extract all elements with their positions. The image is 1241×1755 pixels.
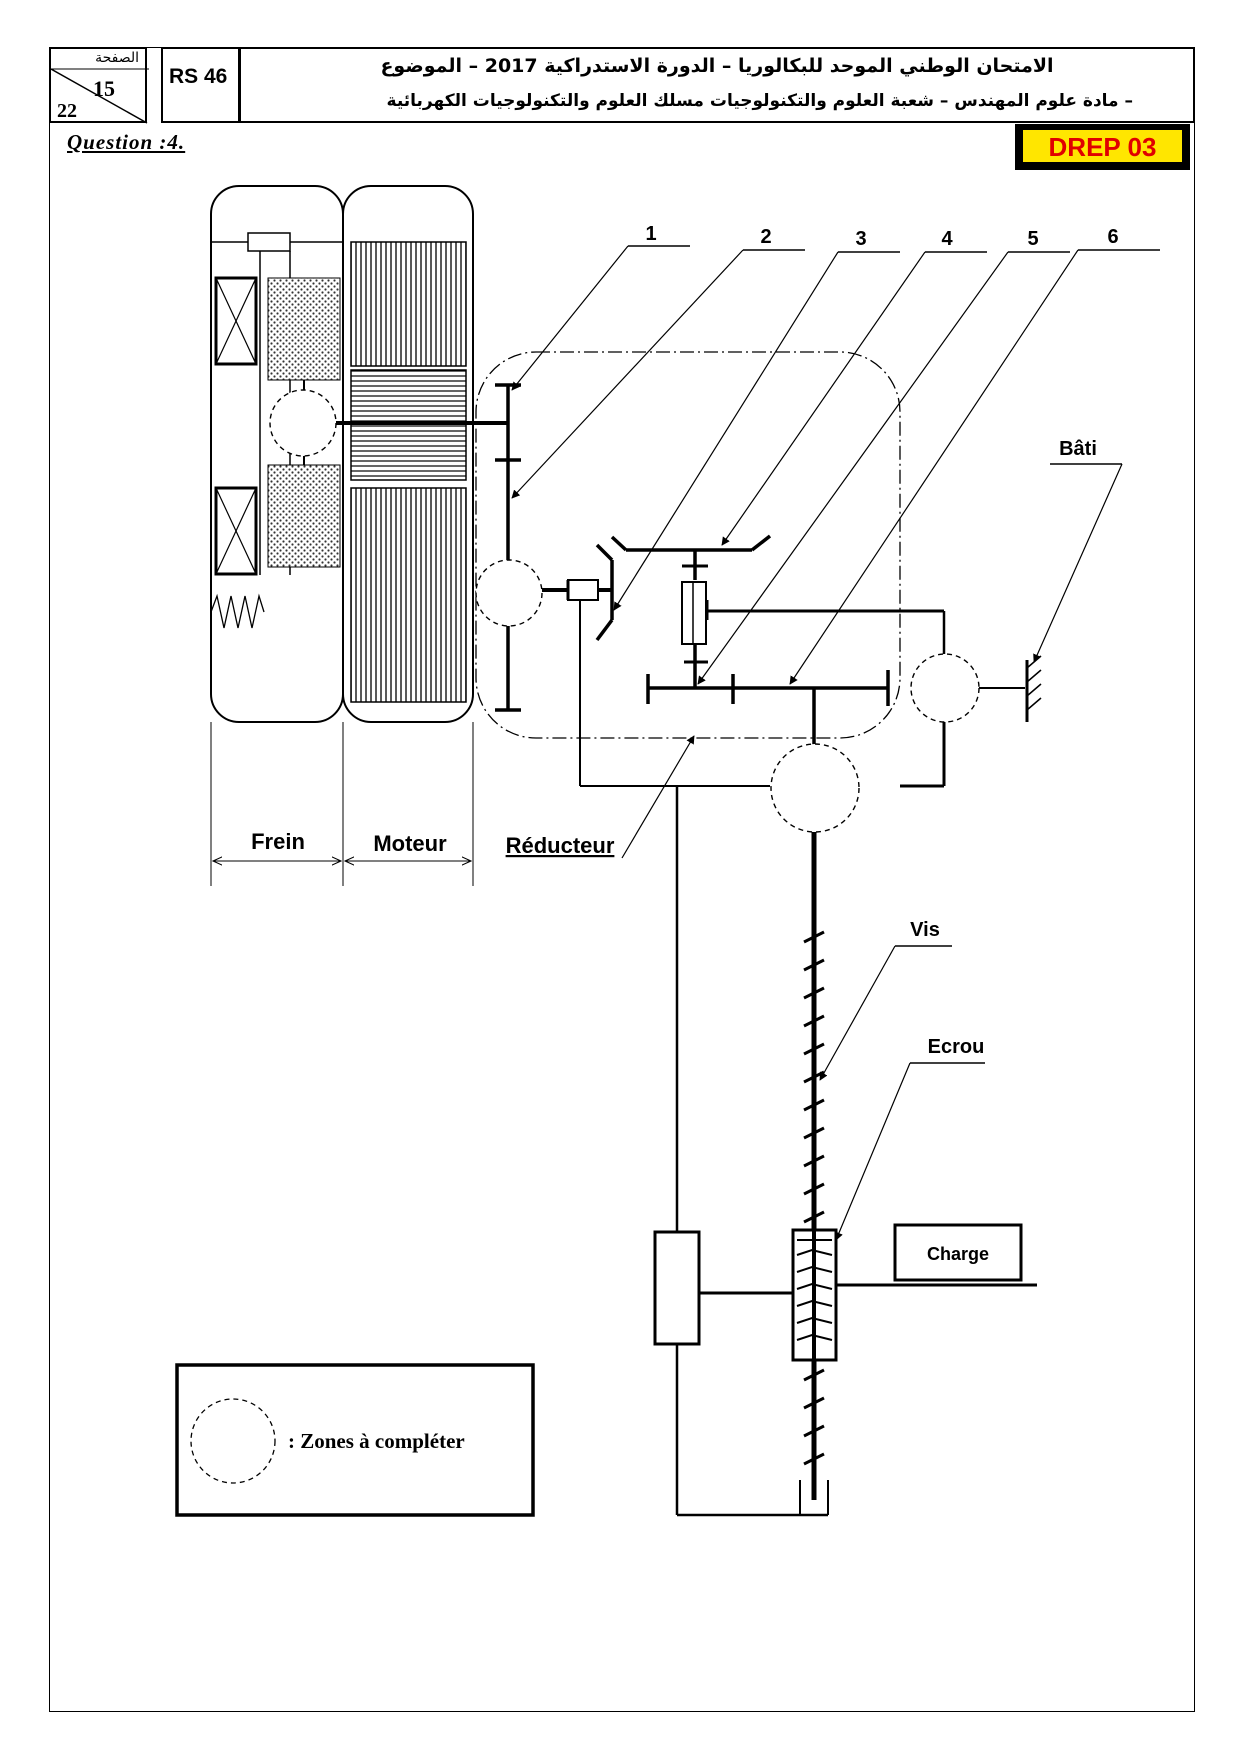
legend: : Zones à compléter [175, 1363, 535, 1517]
part-number-3: 3 [855, 228, 866, 250]
motor-unit [336, 185, 508, 723]
frame-ground-symbol [1025, 655, 1042, 722]
brake-spring [210, 593, 265, 629]
exam-code-box: RS 46 [161, 47, 241, 123]
brake-top-link [247, 232, 291, 252]
reducer-boundary [475, 351, 901, 739]
brake-unit [210, 185, 344, 723]
doc-ref-text: DREP 03 [1023, 130, 1182, 162]
load-label: Charge [927, 1244, 989, 1264]
reducer-label: Réducteur [506, 833, 615, 858]
nut-label: Ecrou [928, 1036, 985, 1058]
screw [799, 832, 829, 1515]
section-dimensions [210, 722, 474, 886]
reducer-bearing [567, 579, 599, 601]
part-number-4: 4 [941, 228, 953, 250]
legend-zone-symbol [190, 1398, 276, 1484]
exam-code: RS 46 [169, 65, 228, 88]
load-box [893, 1223, 1023, 1282]
part-number-1: 1 [645, 223, 656, 245]
screw-label: Vis [910, 919, 940, 941]
brake-housing [210, 185, 344, 723]
motor-housing [342, 185, 474, 723]
slider-block [653, 1230, 701, 1346]
zone-to-complete-frame [910, 653, 980, 723]
frame-label: Bâti [1059, 438, 1097, 460]
brake-lining-top [267, 277, 341, 381]
doc-ref-badge: DREP 03 [1015, 124, 1190, 170]
reducer-gears [475, 383, 1025, 833]
page-total: 22 [57, 100, 77, 122]
part-leaders [511, 245, 1160, 1241]
zone-to-complete-screw-link [770, 743, 860, 833]
exam-title-box: الامتحان الوطني الموحد للبكالوريا – الدو… [238, 47, 1195, 123]
nut [700, 1228, 1037, 1362]
brake-lining-bottom [267, 464, 341, 568]
exam-title-line1: الامتحان الوطني الموحد للبكالوريا – الدو… [380, 55, 1054, 77]
zone-to-complete-brake [269, 389, 337, 457]
page-current: 15 [93, 76, 115, 101]
question-label: Question :4. [67, 130, 186, 154]
part-number-2: 2 [760, 226, 771, 248]
motor-stator-top [350, 241, 467, 367]
part-number-6: 6 [1107, 226, 1118, 248]
legend-text: : Zones à compléter [288, 1429, 465, 1453]
slider-guide [653, 786, 828, 1517]
reducer-vertical-bearing [681, 581, 707, 645]
motor-stator-bottom [350, 487, 467, 703]
reducer-leader [621, 735, 695, 859]
page-number-box: الصفحة 15 22 [49, 47, 149, 124]
legend-box [175, 1363, 535, 1517]
page-box-diagonal [51, 68, 149, 124]
motor-label: Moteur [373, 831, 447, 856]
part-number-5: 5 [1027, 228, 1038, 250]
brake-label: Frein [251, 829, 305, 854]
zone-to-complete-reducer [475, 559, 543, 627]
exam-title-line2: – مادة علوم المهندس – شعبة العلوم والتكن… [386, 91, 1133, 111]
page-label: الصفحة [95, 50, 139, 66]
